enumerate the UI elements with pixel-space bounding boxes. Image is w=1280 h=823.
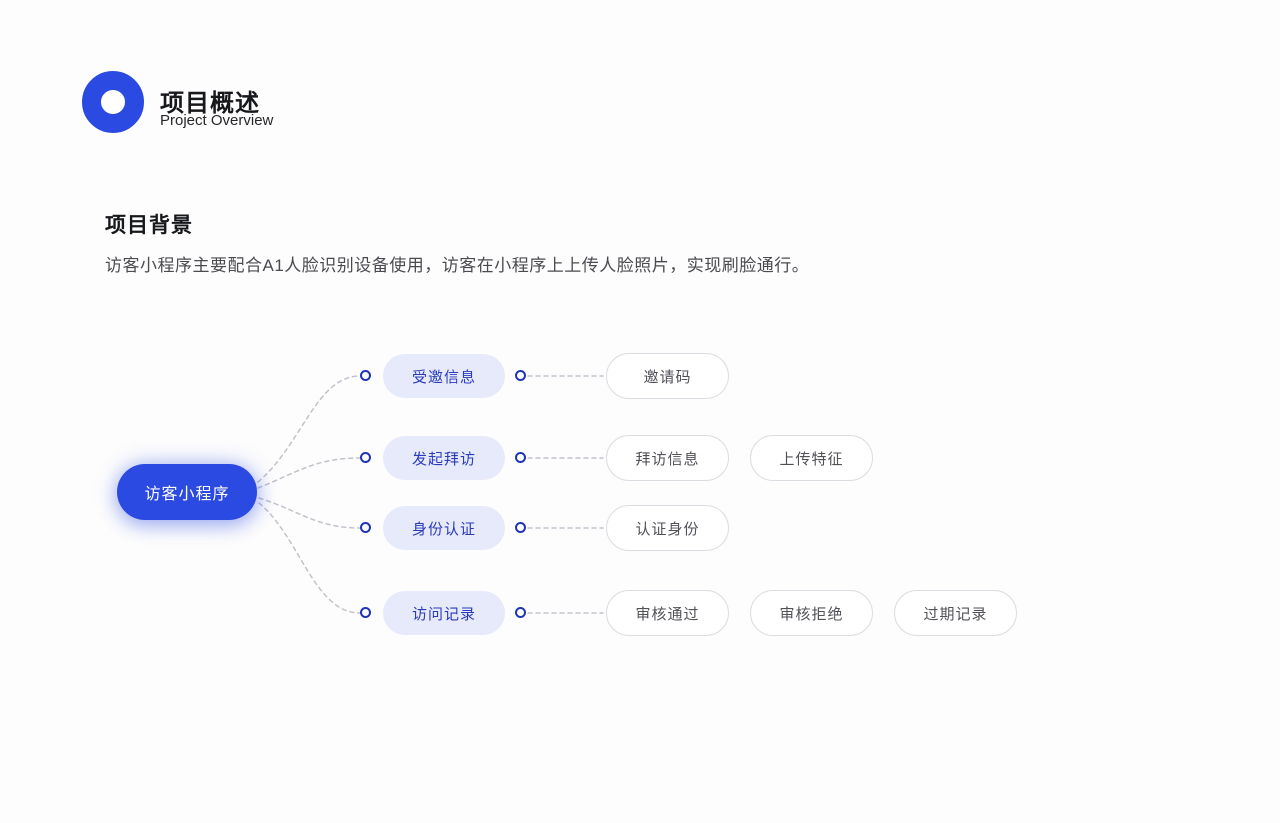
leaf-node: 邀请码 — [606, 353, 729, 399]
connector-dot — [360, 522, 371, 533]
root-branch-connector — [257, 457, 361, 489]
root-branch-connector — [257, 375, 361, 483]
leaf-node: 审核拒绝 — [750, 590, 873, 636]
leaf-node: 拜访信息 — [606, 435, 729, 481]
logo-donut-icon — [82, 71, 144, 133]
connector-dot — [515, 452, 526, 463]
connector-dot — [515, 522, 526, 533]
root-branch-connector — [258, 502, 361, 614]
mindmap-root-node: 访客小程序 — [117, 464, 257, 520]
branch-node: 受邀信息 — [383, 354, 505, 398]
leaf-node: 上传特征 — [750, 435, 873, 481]
connector-dot — [515, 370, 526, 381]
root-branch-connector — [258, 497, 361, 529]
branch-node: 发起拜访 — [383, 436, 505, 480]
leaf-node: 审核通过 — [606, 590, 729, 636]
branch-node: 身份认证 — [383, 506, 505, 550]
section-heading: 项目背景 — [105, 214, 193, 237]
branch-node: 访问记录 — [383, 591, 505, 635]
connector-dot — [360, 452, 371, 463]
leaf-node: 过期记录 — [894, 590, 1017, 636]
connector-dot — [360, 607, 371, 618]
connector-dot — [515, 607, 526, 618]
connector-dot — [360, 370, 371, 381]
leaf-node: 认证身份 — [606, 505, 729, 551]
page-title: 项目概述 — [160, 90, 260, 117]
page-subtitle: Project Overview — [160, 112, 274, 129]
section-description: 访客小程序主要配合A1人脸识别设备使用，访客在小程序上上传人脸照片，实现刷脸通行… — [105, 256, 810, 275]
